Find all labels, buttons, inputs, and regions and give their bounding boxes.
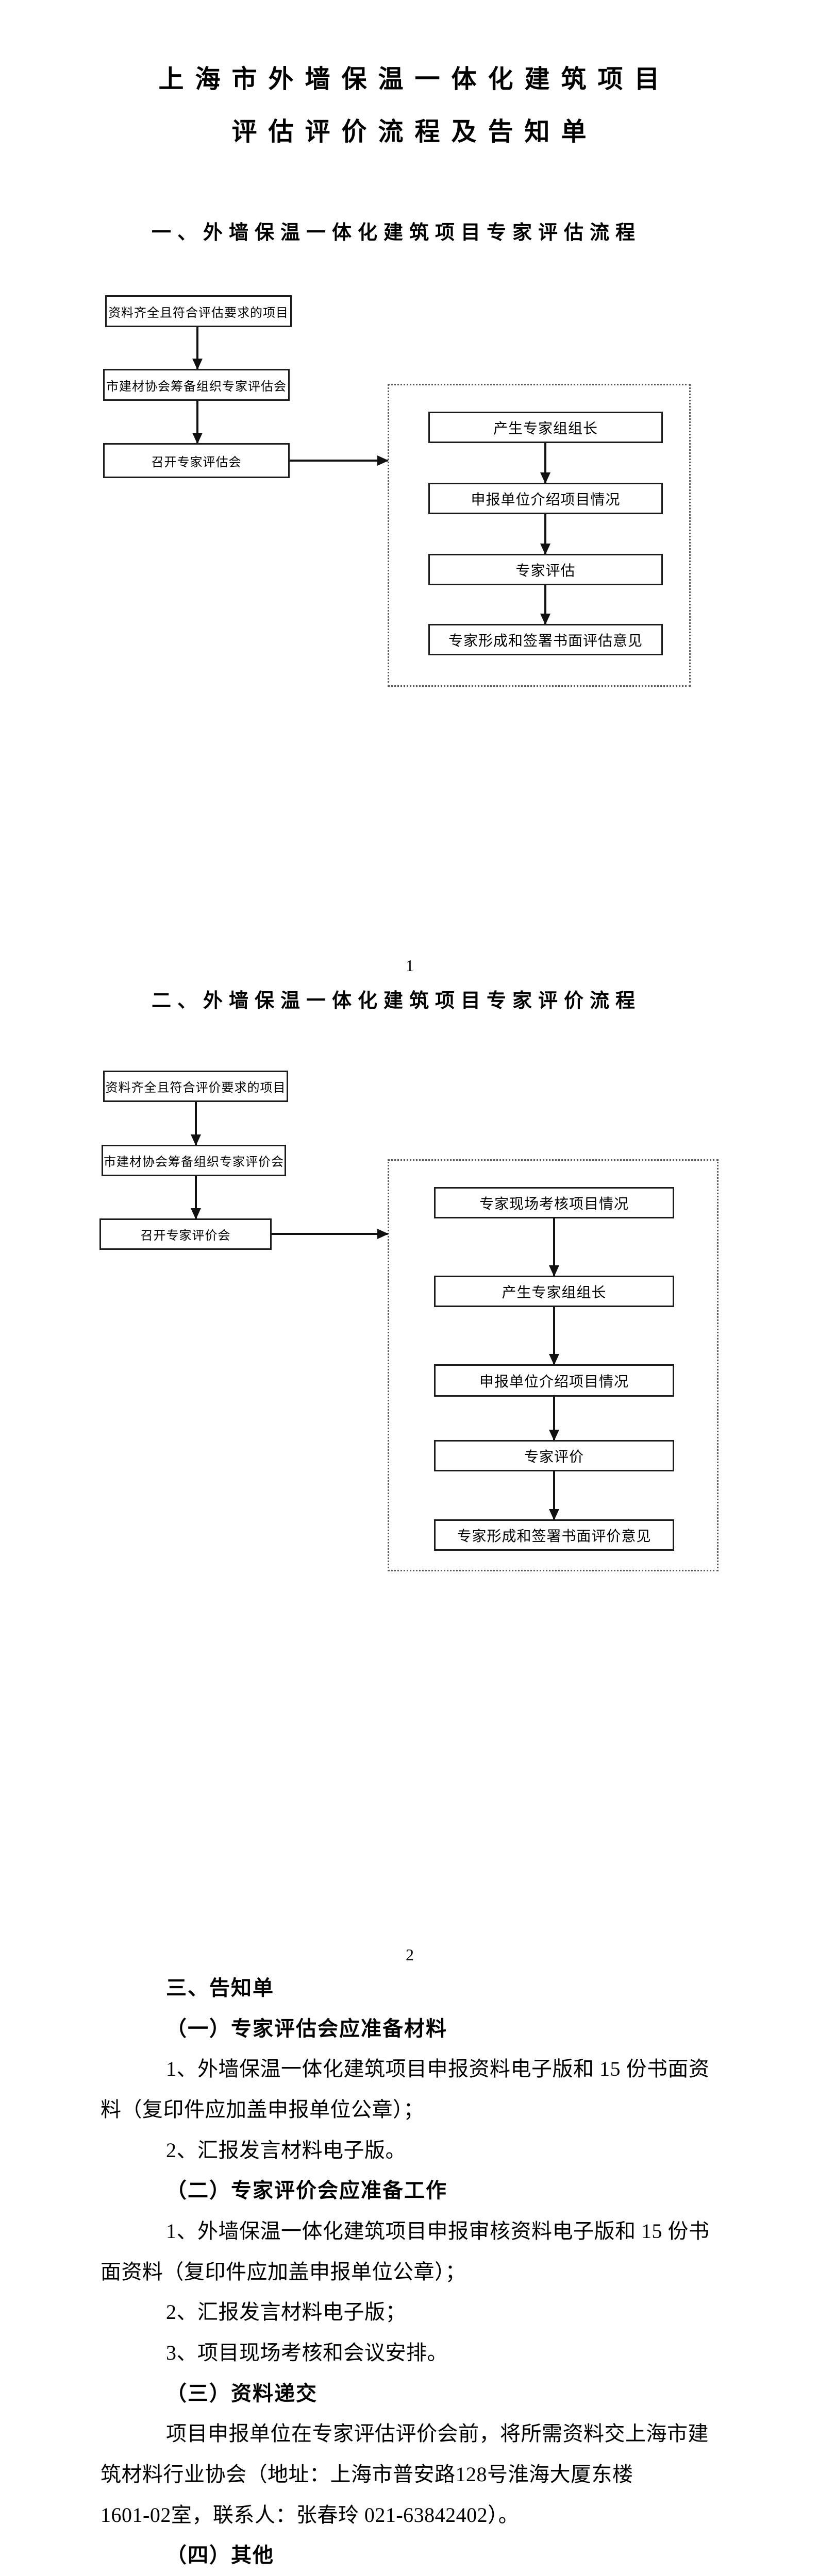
section1-heading: 一、外墙保温一体化建筑项目专家评估流程 xyxy=(152,222,642,244)
arrow-right xyxy=(272,1233,388,1235)
flow2-right-box-1: 专家现场考核项目情况 xyxy=(434,1187,674,1218)
flow2-left-box-2: 市建材协会筹备组织专家评价会 xyxy=(102,1145,286,1176)
notice-heading: 三、告知单 xyxy=(166,1976,274,1999)
page-number-2: 2 xyxy=(406,1945,414,1964)
notice-line: 2、汇报发言材料电子版。 xyxy=(166,2139,406,2162)
notice-line: 2、汇报发言材料电子版； xyxy=(166,2300,406,2324)
arrow-down xyxy=(544,585,546,624)
notice-subheading-3: （三）资料递交 xyxy=(166,2382,318,2405)
flow2-left-box-3: 召开专家评价会 xyxy=(99,1218,272,1250)
flow1-right-box-2: 申报单位介绍项目情况 xyxy=(428,483,663,514)
flow2-left-box-1: 资料齐全且符合评价要求的项目 xyxy=(103,1071,288,1102)
flow2-right-box-3: 申报单位介绍项目情况 xyxy=(434,1364,674,1397)
notice-line: 项目申报单位在专家评估评价会前，将所需资料交上海市建 xyxy=(166,2422,709,2445)
arrow-down xyxy=(544,443,546,483)
flow1-left-box-3: 召开专家评估会 xyxy=(103,443,290,478)
arrow-down xyxy=(553,1307,555,1364)
page-title-line2: 评估评价流程及告知单 xyxy=(231,118,598,146)
notice-line: 面资料（复印件应加盖申报单位公章）； xyxy=(101,2260,466,2283)
flow2-right-box-4: 专家评价 xyxy=(434,1440,674,1471)
flow1-right-box-3: 专家评估 xyxy=(428,554,663,585)
arrow-down xyxy=(553,1397,555,1440)
notice-subheading-1: （一）专家评估会应准备材料 xyxy=(166,2017,447,2040)
arrow-down xyxy=(553,1471,555,1519)
notice-line: 料（复印件应加盖申报单位公章）； xyxy=(101,2098,424,2121)
notice-line: 1601-02室，联系人：张春玲 021-63842402）。 xyxy=(101,2503,520,2527)
notice-line: 1、外墙保温一体化建筑项目申报审核资料电子版和 15 份书 xyxy=(166,2219,710,2243)
flow1-right-box-4: 专家形成和签署书面评估意见 xyxy=(428,624,663,655)
notice-subheading-2: （二）专家评价会应准备工作 xyxy=(166,2179,447,2202)
arrow-down xyxy=(196,327,198,369)
notice-line: 3、项目现场考核和会议安排。 xyxy=(166,2341,448,2364)
arrow-right xyxy=(290,460,388,462)
arrow-down xyxy=(195,1176,197,1218)
page-number-1: 1 xyxy=(406,956,414,975)
notice-subheading-4: （四）其他 xyxy=(166,2544,274,2567)
flow2-right-box-5: 专家形成和签署书面评价意见 xyxy=(434,1519,674,1551)
notice-line: 1、外墙保温一体化建筑项目申报资料电子版和 15 份书面资 xyxy=(166,2057,710,2080)
arrow-down xyxy=(196,401,198,443)
flow1-dashed-group xyxy=(388,384,691,687)
arrow-down xyxy=(553,1218,555,1276)
flow1-left-box-2: 市建材协会筹备组织专家评估会 xyxy=(103,369,290,401)
flow2-right-box-2: 产生专家组组长 xyxy=(434,1276,674,1307)
section2-heading: 二、外墙保温一体化建筑项目专家评价流程 xyxy=(152,990,642,1012)
arrow-down xyxy=(544,514,546,554)
arrow-down xyxy=(195,1102,197,1145)
flow1-left-box-1: 资料齐全且符合评估要求的项目 xyxy=(105,295,292,327)
flow1-right-box-1: 产生专家组组长 xyxy=(428,412,663,443)
notice-line: 筑材料行业协会（地址：上海市普安路128号淮海大厦东楼 xyxy=(101,2463,633,2486)
page-title-line1: 上海市外墙保温一体化建筑项目 xyxy=(158,65,671,93)
flow2-dashed-group xyxy=(388,1159,719,1571)
